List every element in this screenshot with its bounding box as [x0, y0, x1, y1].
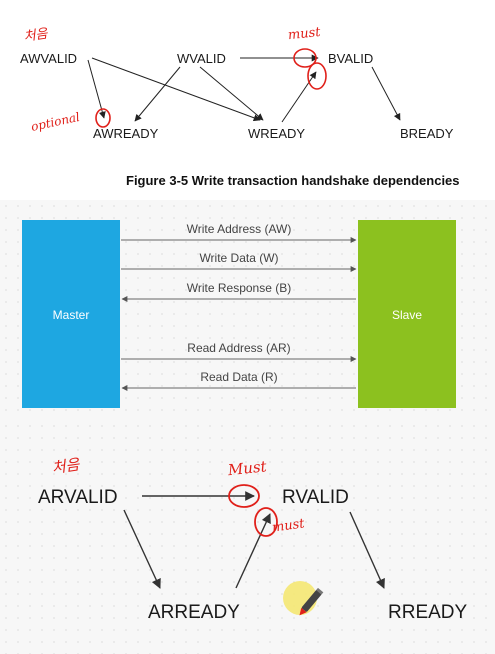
read-handshake-figure: ARVALID RVALID ARREADY RREADY 처음 Must mu… — [0, 420, 495, 654]
write-handshake-diagram: AWVALID WVALID BVALID AWREADY WREADY BRE… — [20, 25, 460, 188]
channel-diagram: Master Slave Write Address (AW) Write Da… — [22, 220, 456, 408]
optional-circle-mark — [95, 108, 111, 128]
arrow-awvalid-awready — [87, 59, 106, 119]
awvalid-label: AWVALID — [20, 51, 77, 66]
wvalid-label: WVALID — [177, 51, 226, 66]
read-handshake-diagram: ARVALID RVALID ARREADY RREADY 처음 Must mu… — [38, 455, 468, 623]
bvalid-label: BVALID — [328, 51, 373, 66]
first-note: 처음 — [23, 26, 50, 44]
rvalid-label: RVALID — [282, 487, 349, 508]
channel-r-label: Read Data (R) — [200, 370, 277, 384]
rvalid-circle-mark — [254, 507, 278, 537]
slave-block — [358, 220, 456, 408]
pen-icon — [299, 587, 324, 616]
arrow-arready-rvalid — [235, 513, 271, 589]
arready-label: ARREADY — [148, 602, 240, 623]
arrow-awvalid-wready — [91, 57, 261, 122]
slave-label: Slave — [392, 308, 422, 322]
wready-circle-mark — [307, 62, 327, 90]
must-top-note: Must — [226, 457, 268, 479]
must-circle-mark — [293, 48, 317, 68]
master-label: Master — [53, 308, 90, 322]
must-note: must — [287, 25, 322, 43]
must-circle-mark — [228, 484, 260, 508]
arrow-wvalid-awready — [134, 66, 181, 122]
arrow-bvalid-bready — [371, 66, 401, 121]
arrow-wready-bvalid — [281, 71, 317, 123]
write-handshake-figure: AWVALID WVALID BVALID AWREADY WREADY BRE… — [0, 0, 495, 200]
channel-w-label: Write Data (W) — [199, 251, 278, 265]
arrow-arvalid-arready — [123, 509, 161, 589]
rready-label: RREADY — [388, 602, 468, 623]
channel-aw-label: Write Address (AW) — [187, 222, 292, 236]
channel-ar-label: Read Address (AR) — [187, 341, 290, 355]
wready-label: WREADY — [248, 126, 305, 141]
arrow-wvalid-wready — [199, 66, 264, 121]
channel-b-label: Write Response (B) — [187, 281, 291, 295]
figure-caption: Figure 3-5 Write transaction handshake d… — [126, 173, 460, 188]
bready-label: BREADY — [400, 126, 454, 141]
arvalid-label: ARVALID — [38, 487, 118, 508]
master-block — [22, 220, 120, 408]
channel-figure: Master Slave Write Address (AW) Write Da… — [0, 200, 495, 420]
first-note: 처음 — [51, 455, 82, 477]
optional-note: optional — [30, 110, 81, 134]
arrow-rvalid-rready — [349, 511, 385, 589]
must-side-note: must — [271, 516, 306, 535]
awready-label: AWREADY — [93, 126, 159, 141]
